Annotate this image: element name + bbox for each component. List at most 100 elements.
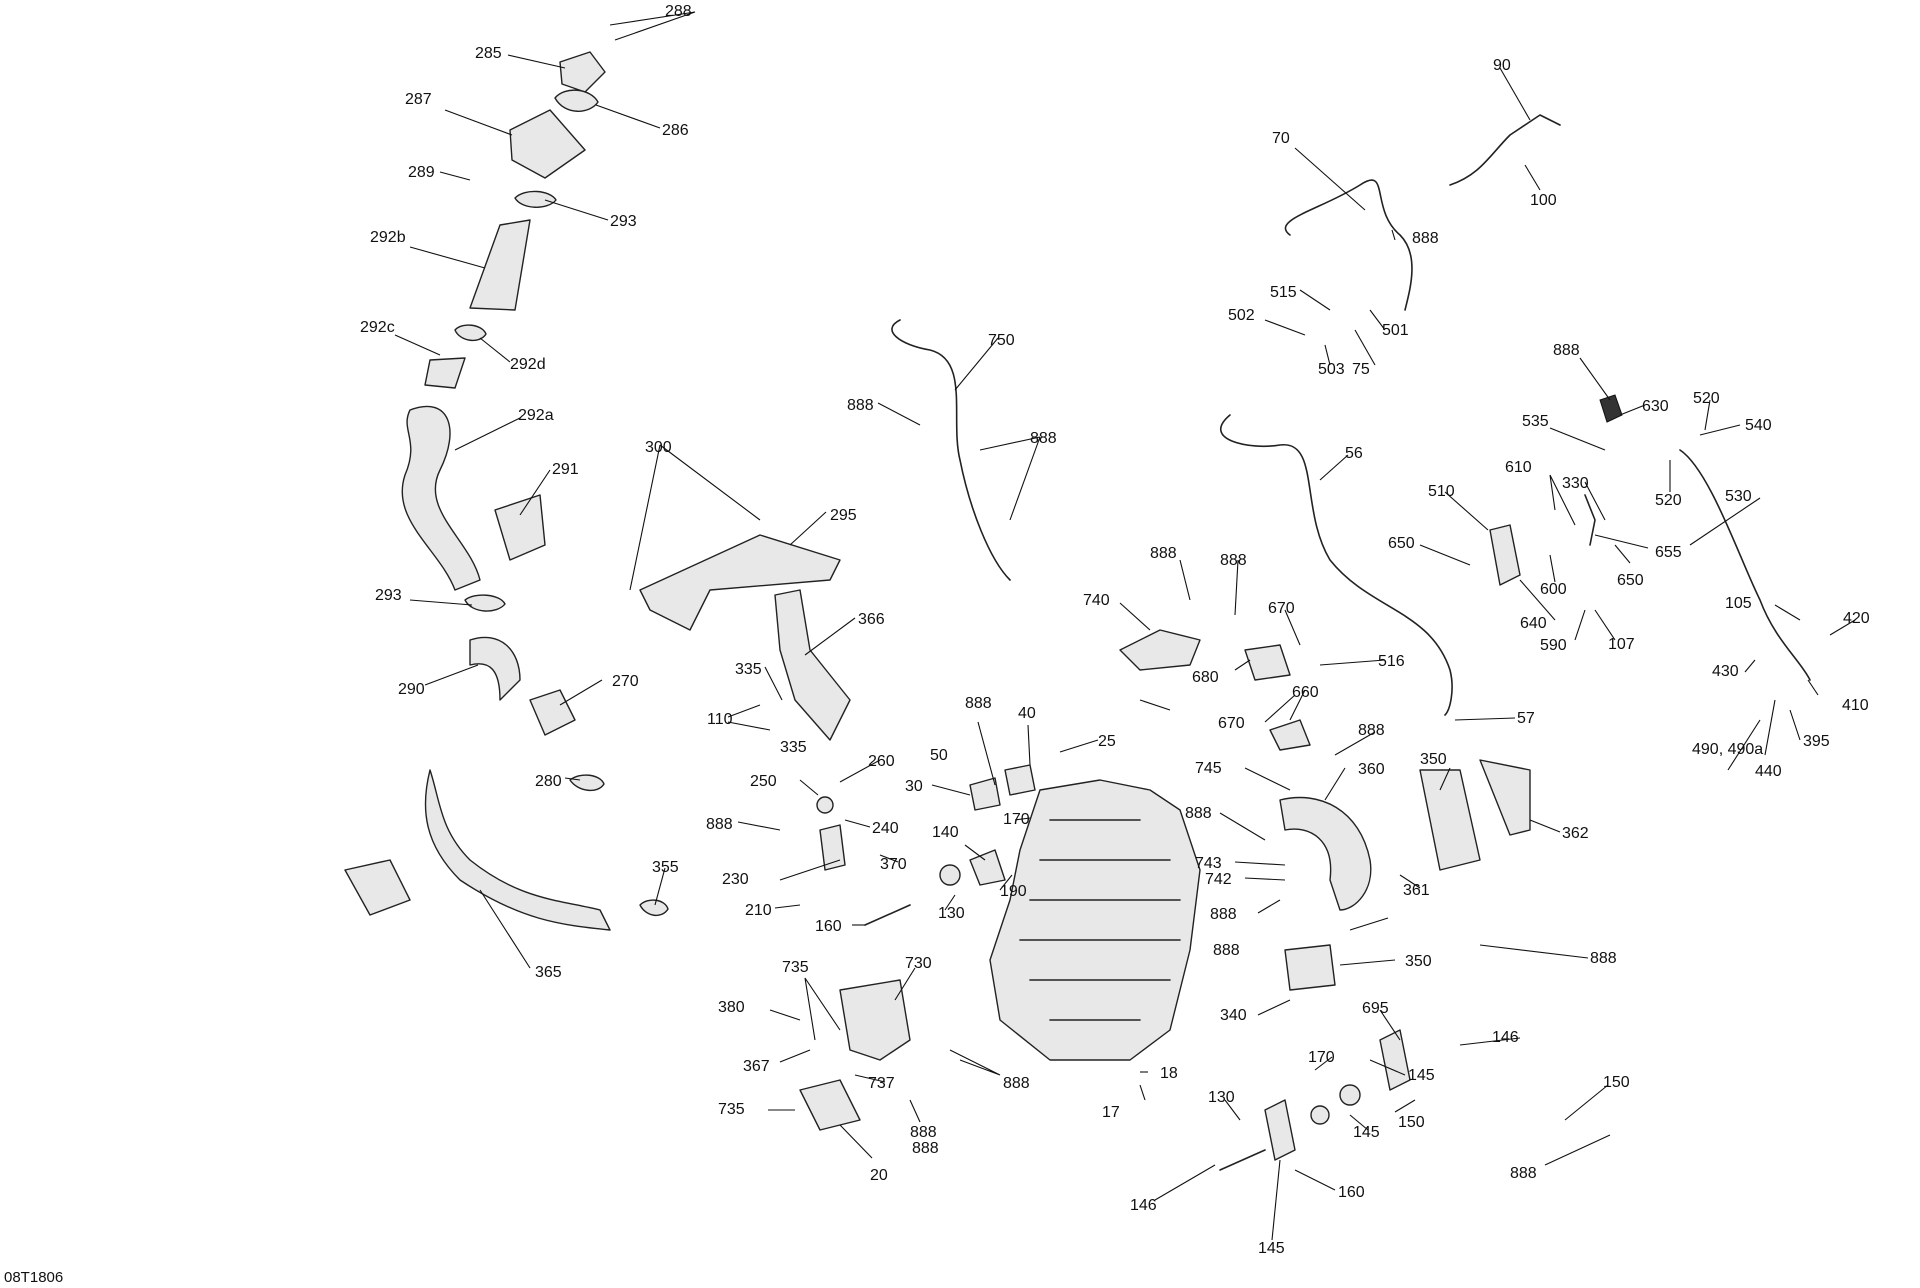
part-630-knob — [1599, 394, 1623, 423]
part-292a-duct — [401, 405, 481, 591]
callout: 130 — [938, 905, 965, 922]
callout: 365 — [535, 964, 562, 981]
callout: 260 — [868, 753, 895, 770]
part-240-bushing — [816, 796, 834, 814]
callout: 650 — [1617, 572, 1644, 589]
callout: 56 — [1345, 445, 1363, 462]
callout: 50 — [930, 747, 948, 764]
part-292c-sleeve — [424, 357, 466, 389]
part-362-cover — [1419, 769, 1481, 871]
callout: 590 — [1540, 637, 1567, 654]
callout: 280 — [535, 773, 562, 790]
part-160-bolt-2 — [1219, 1149, 1266, 1171]
callout: 535 — [1522, 413, 1549, 430]
callout: 160 — [1338, 1184, 1365, 1201]
callout: 145 — [1258, 1240, 1285, 1257]
callout: 295 — [830, 507, 857, 524]
callout: 57 — [1517, 710, 1535, 727]
callout: 107 — [1608, 636, 1635, 653]
callout: 360 — [1358, 761, 1385, 778]
part-285-filter-cap — [559, 51, 606, 93]
callout: 520 — [1693, 390, 1720, 407]
callout: 146 — [1492, 1029, 1519, 1046]
part-150-arm-1 — [1379, 1029, 1411, 1091]
callout: 288 — [665, 3, 692, 20]
callout: 630 — [1642, 398, 1669, 415]
part-740-bracket — [1119, 629, 1201, 671]
callout: 20 — [870, 1167, 888, 1184]
callout: 30 — [905, 778, 923, 795]
part-280-clamps — [569, 774, 605, 791]
callout: 190 — [1000, 883, 1027, 900]
callout: 888 — [1185, 805, 1212, 822]
callout: 410 — [1842, 697, 1869, 714]
callout: 888 — [1510, 1165, 1537, 1182]
callout: 75 — [1352, 361, 1370, 378]
part-40-bracket — [1004, 764, 1036, 796]
callout: 888 — [847, 397, 874, 414]
callout: 680 — [1192, 669, 1219, 686]
callout: 240 — [872, 820, 899, 837]
part-590-plate — [1489, 524, 1521, 586]
part-20-bracket — [799, 1079, 861, 1131]
callout: 888 — [1210, 906, 1237, 923]
callout: 110 — [707, 711, 733, 728]
callout: 18 — [1160, 1065, 1178, 1082]
part-230-bracket — [819, 824, 846, 871]
callout: 530 — [1725, 488, 1752, 505]
callout: 888 — [1150, 545, 1177, 562]
callout: 516 — [1378, 653, 1405, 670]
callout: 150 — [1603, 1074, 1630, 1091]
part-340-filter — [1284, 944, 1336, 991]
callout: 90 — [1493, 57, 1511, 74]
callout: 742 — [1205, 871, 1232, 888]
callout: 230 — [722, 871, 749, 888]
callout: 502 — [1228, 307, 1255, 324]
callout: 170 — [1003, 811, 1030, 828]
part-365-duct — [424, 769, 611, 931]
part-70-harness — [1284, 179, 1413, 311]
callout: 367 — [743, 1058, 770, 1075]
callout: 293 — [375, 587, 402, 604]
leader-lines — [394, 11, 1856, 1241]
callout: 70 — [1272, 130, 1290, 147]
part-270-boot — [529, 689, 576, 736]
callout: 440 — [1755, 763, 1782, 780]
callout: 888 — [1358, 722, 1385, 739]
callout: 150 — [1398, 1114, 1425, 1131]
part-56-cable — [1220, 414, 1453, 716]
callout: 735 — [782, 959, 809, 976]
part-293b-ring — [464, 594, 506, 612]
part-750-hose — [891, 319, 1011, 581]
callout: 350 — [1405, 953, 1432, 970]
part-290-elbow — [469, 636, 521, 701]
callout: 888 — [1030, 430, 1057, 447]
part-355-clamp — [639, 899, 669, 916]
callout: 290 — [398, 681, 425, 698]
part-292b-tube — [469, 219, 531, 311]
callout: 355 — [652, 859, 679, 876]
callout: 292c — [360, 319, 395, 336]
part-140-bracket — [969, 849, 1006, 886]
part-361-cover — [1479, 759, 1531, 836]
callout: 286 — [662, 122, 689, 139]
part-150-arm-2 — [1264, 1099, 1296, 1161]
callout: 292d — [510, 356, 546, 373]
callout: 395 — [1803, 733, 1830, 750]
callout: 361 — [1403, 882, 1430, 899]
part-293-ring — [514, 190, 557, 208]
callout: 730 — [905, 955, 932, 972]
callout: 670 — [1268, 600, 1295, 617]
callout: 130 — [1208, 1089, 1235, 1106]
part-600-spring — [1584, 494, 1596, 546]
part-680-bracket — [1244, 644, 1291, 681]
callout: 145 — [1408, 1067, 1435, 1084]
callout: 250 — [750, 773, 777, 790]
part-730-bracket — [839, 979, 911, 1061]
figure-code: 08T1806 — [4, 1269, 63, 1286]
callout: 25 — [1098, 733, 1116, 750]
callout: 145 — [1353, 1124, 1380, 1141]
callout: 300 — [645, 439, 672, 456]
part-130-mount-1 — [939, 864, 961, 886]
